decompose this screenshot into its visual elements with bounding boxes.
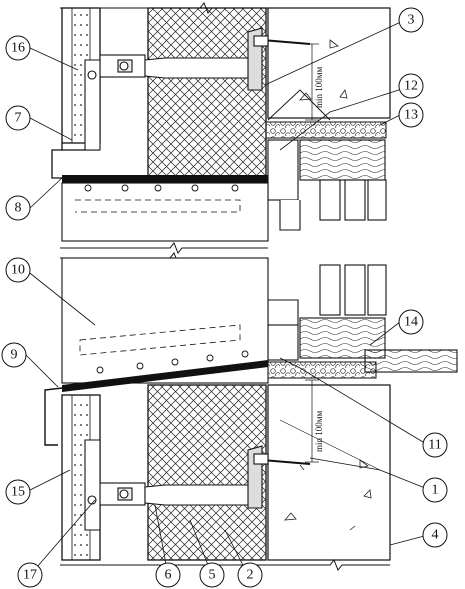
- lintel-flashing: [51, 149, 269, 242]
- svg-text:5: 5: [209, 568, 216, 583]
- callout-11: 11: [422, 432, 448, 458]
- callout-7: 7: [5, 105, 31, 131]
- dimension-upper: [305, 43, 319, 121]
- svg-text:11: 11: [428, 438, 441, 453]
- svg-text:16: 16: [11, 41, 25, 56]
- svg-text:6: 6: [165, 568, 172, 583]
- svg-text:14: 14: [404, 315, 418, 330]
- callout-3: 3: [398, 7, 424, 33]
- svg-text:8: 8: [15, 201, 22, 216]
- callout-4: 4: [422, 522, 448, 548]
- sill-panel: [61, 257, 269, 384]
- wall-anchor-upper: [247, 27, 311, 91]
- leader-lines: [25, 19, 431, 576]
- sill-flashing: [44, 360, 268, 446]
- callout-15: 15: [5, 479, 31, 505]
- callout-13: 13: [398, 102, 424, 128]
- wall-anchor-lower: [247, 445, 311, 509]
- svg-text:10: 10: [11, 263, 25, 278]
- svg-text:4: 4: [432, 528, 439, 543]
- dimension-upper-label: min 100мм: [314, 67, 324, 108]
- sill-insulation-strip: [265, 361, 377, 379]
- callout-14: 14: [398, 309, 424, 335]
- callout-6: 6: [155, 562, 181, 588]
- window-frame-lower: [267, 264, 387, 361]
- concrete-wall: [267, 7, 391, 561]
- dimension-lower-label: min 100мм: [314, 411, 324, 452]
- window-frame-upper: [267, 139, 387, 231]
- svg-text:7: 7: [15, 111, 22, 126]
- svg-text:13: 13: [404, 108, 418, 123]
- callout-1: 1: [422, 477, 448, 503]
- svg-text:9: 9: [11, 348, 18, 363]
- svg-text:2: 2: [247, 568, 254, 583]
- svg-text:1: 1: [432, 483, 439, 498]
- callout-16: 16: [5, 35, 31, 61]
- svg-text:12: 12: [404, 79, 418, 94]
- svg-text:3: 3: [408, 13, 415, 28]
- callout-5: 5: [199, 562, 225, 588]
- callout-17: 17: [17, 562, 43, 588]
- callout-8: 8: [5, 195, 31, 221]
- insulation-board-lower: [147, 384, 267, 561]
- bracket-upper: [84, 54, 251, 151]
- callout-9: 9: [1, 342, 27, 368]
- callout-10: 10: [5, 257, 31, 283]
- windowsill-board: [364, 349, 458, 373]
- dimension-lower: [305, 379, 319, 463]
- svg-text:17: 17: [23, 568, 37, 583]
- head-insulation-strip: [265, 121, 387, 139]
- svg-text:15: 15: [11, 485, 25, 500]
- callout-12: 12: [398, 73, 424, 99]
- callout-2: 2: [237, 562, 263, 588]
